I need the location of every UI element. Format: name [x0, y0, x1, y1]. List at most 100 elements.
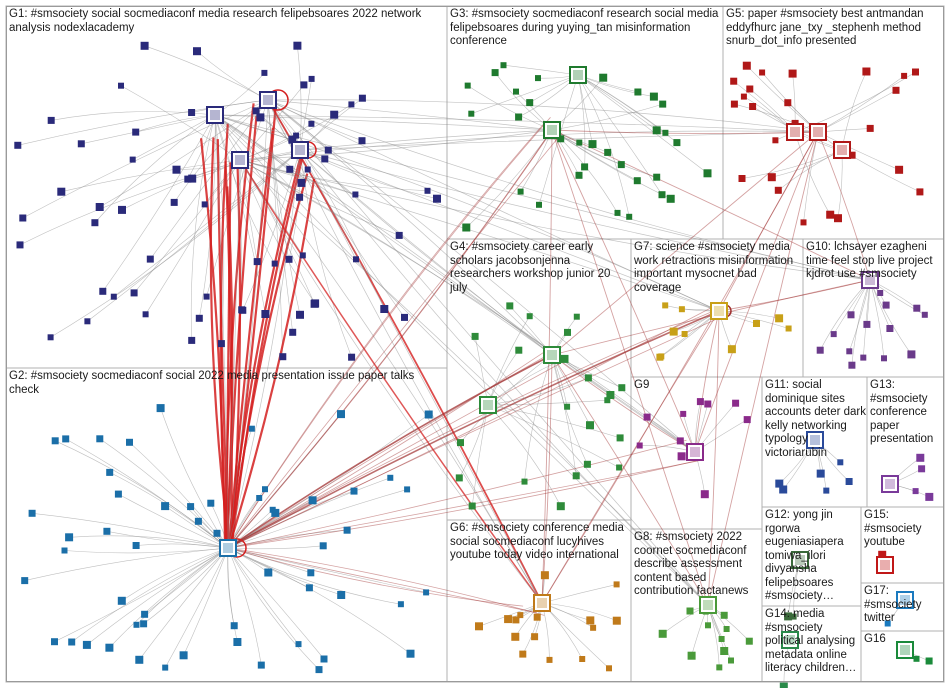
graph-node[interactable] [895, 165, 904, 174]
graph-node[interactable] [96, 435, 104, 443]
graph-node[interactable] [47, 334, 54, 341]
graph-node[interactable] [424, 410, 433, 419]
graph-node[interactable] [633, 177, 641, 185]
hub-node[interactable] [786, 123, 804, 141]
graph-node[interactable] [616, 434, 624, 442]
graph-node[interactable] [584, 374, 592, 382]
graph-node[interactable] [614, 209, 621, 216]
graph-node[interactable] [304, 166, 311, 173]
graph-node[interactable] [678, 306, 685, 313]
graph-node[interactable] [118, 82, 124, 89]
graph-node[interactable] [659, 100, 667, 108]
hub-node[interactable] [881, 475, 899, 493]
graph-node[interactable] [179, 651, 188, 660]
graph-node[interactable] [395, 231, 403, 239]
graph-node[interactable] [877, 290, 884, 296]
graph-node[interactable] [353, 256, 359, 263]
hub-node[interactable] [686, 443, 704, 461]
graph-node[interactable] [126, 438, 133, 446]
graph-node[interactable] [531, 633, 539, 641]
graph-node[interactable] [649, 92, 658, 101]
graph-node[interactable] [916, 188, 924, 196]
graph-node[interactable] [99, 287, 107, 295]
graph-node[interactable] [300, 81, 308, 89]
graph-node[interactable] [658, 629, 667, 638]
graph-node[interactable] [652, 126, 661, 135]
graph-node[interactable] [512, 616, 520, 624]
graph-node[interactable] [892, 86, 900, 94]
graph-node[interactable] [912, 488, 919, 495]
graph-node[interactable] [705, 622, 711, 629]
graph-node[interactable] [662, 129, 669, 136]
graph-node[interactable] [576, 139, 583, 146]
graph-node[interactable] [590, 624, 597, 631]
hub-node[interactable] [543, 346, 561, 364]
graph-node[interactable] [583, 460, 591, 468]
graph-node[interactable] [57, 187, 66, 196]
graph-node[interactable] [315, 666, 323, 674]
graph-node[interactable] [636, 442, 643, 449]
graph-node[interactable] [132, 542, 140, 549]
graph-node[interactable] [653, 173, 661, 181]
graph-node[interactable] [77, 140, 85, 148]
graph-node[interactable] [464, 82, 471, 89]
graph-node[interactable] [257, 661, 265, 669]
graph-node[interactable] [519, 650, 527, 658]
graph-node[interactable] [677, 452, 686, 461]
graph-node[interactable] [913, 655, 920, 662]
graph-node[interactable] [612, 616, 621, 625]
graph-node[interactable] [788, 69, 797, 78]
hub-node[interactable] [896, 591, 914, 609]
graph-node[interactable] [475, 622, 483, 631]
graph-node[interactable] [471, 332, 479, 340]
graph-node[interactable] [546, 656, 553, 663]
hub-node[interactable] [833, 141, 851, 159]
graph-node[interactable] [133, 621, 140, 628]
graph-node[interactable] [404, 486, 411, 493]
graph-node[interactable] [616, 464, 623, 471]
graph-node[interactable] [749, 103, 757, 110]
graph-node[interactable] [556, 502, 565, 511]
graph-node[interactable] [718, 636, 725, 642]
graph-node[interactable] [187, 503, 195, 511]
graph-node[interactable] [311, 299, 320, 308]
graph-node[interactable] [321, 155, 329, 163]
graph-node[interactable] [308, 496, 317, 505]
graph-node[interactable] [233, 638, 242, 646]
graph-node[interactable] [515, 346, 523, 354]
graph-node[interactable] [297, 178, 306, 187]
graph-node[interactable] [261, 69, 268, 76]
graph-node[interactable] [129, 156, 136, 163]
graph-node[interactable] [618, 384, 626, 392]
graph-node[interactable] [837, 459, 844, 466]
graph-node[interactable] [925, 492, 934, 501]
graph-node[interactable] [286, 165, 294, 173]
graph-node[interactable] [862, 67, 871, 76]
graph-node[interactable] [337, 591, 346, 599]
graph-node[interactable] [581, 163, 589, 171]
graph-node[interactable] [135, 655, 144, 664]
graph-node[interactable] [540, 571, 549, 580]
graph-node[interactable] [575, 171, 583, 179]
graph-node[interactable] [506, 302, 514, 310]
graph-node[interactable] [720, 647, 729, 655]
graph-node[interactable] [730, 100, 738, 108]
hub-node[interactable] [861, 271, 879, 289]
graph-node[interactable] [599, 73, 608, 82]
graph-node[interactable] [882, 301, 890, 309]
graph-node[interactable] [455, 474, 463, 482]
graph-node[interactable] [14, 141, 22, 149]
graph-node[interactable] [264, 568, 273, 577]
graph-node[interactable] [517, 612, 524, 619]
graph-node[interactable] [515, 113, 523, 121]
graph-node[interactable] [526, 99, 534, 107]
hub-node[interactable] [206, 106, 224, 124]
graph-node[interactable] [261, 310, 270, 318]
graph-node[interactable] [785, 325, 792, 332]
graph-node[interactable] [491, 69, 499, 77]
graph-node[interactable] [866, 124, 874, 132]
graph-node[interactable] [606, 665, 612, 672]
graph-node[interactable] [319, 542, 327, 550]
graph-node[interactable] [779, 682, 788, 688]
graph-node[interactable] [201, 201, 208, 208]
